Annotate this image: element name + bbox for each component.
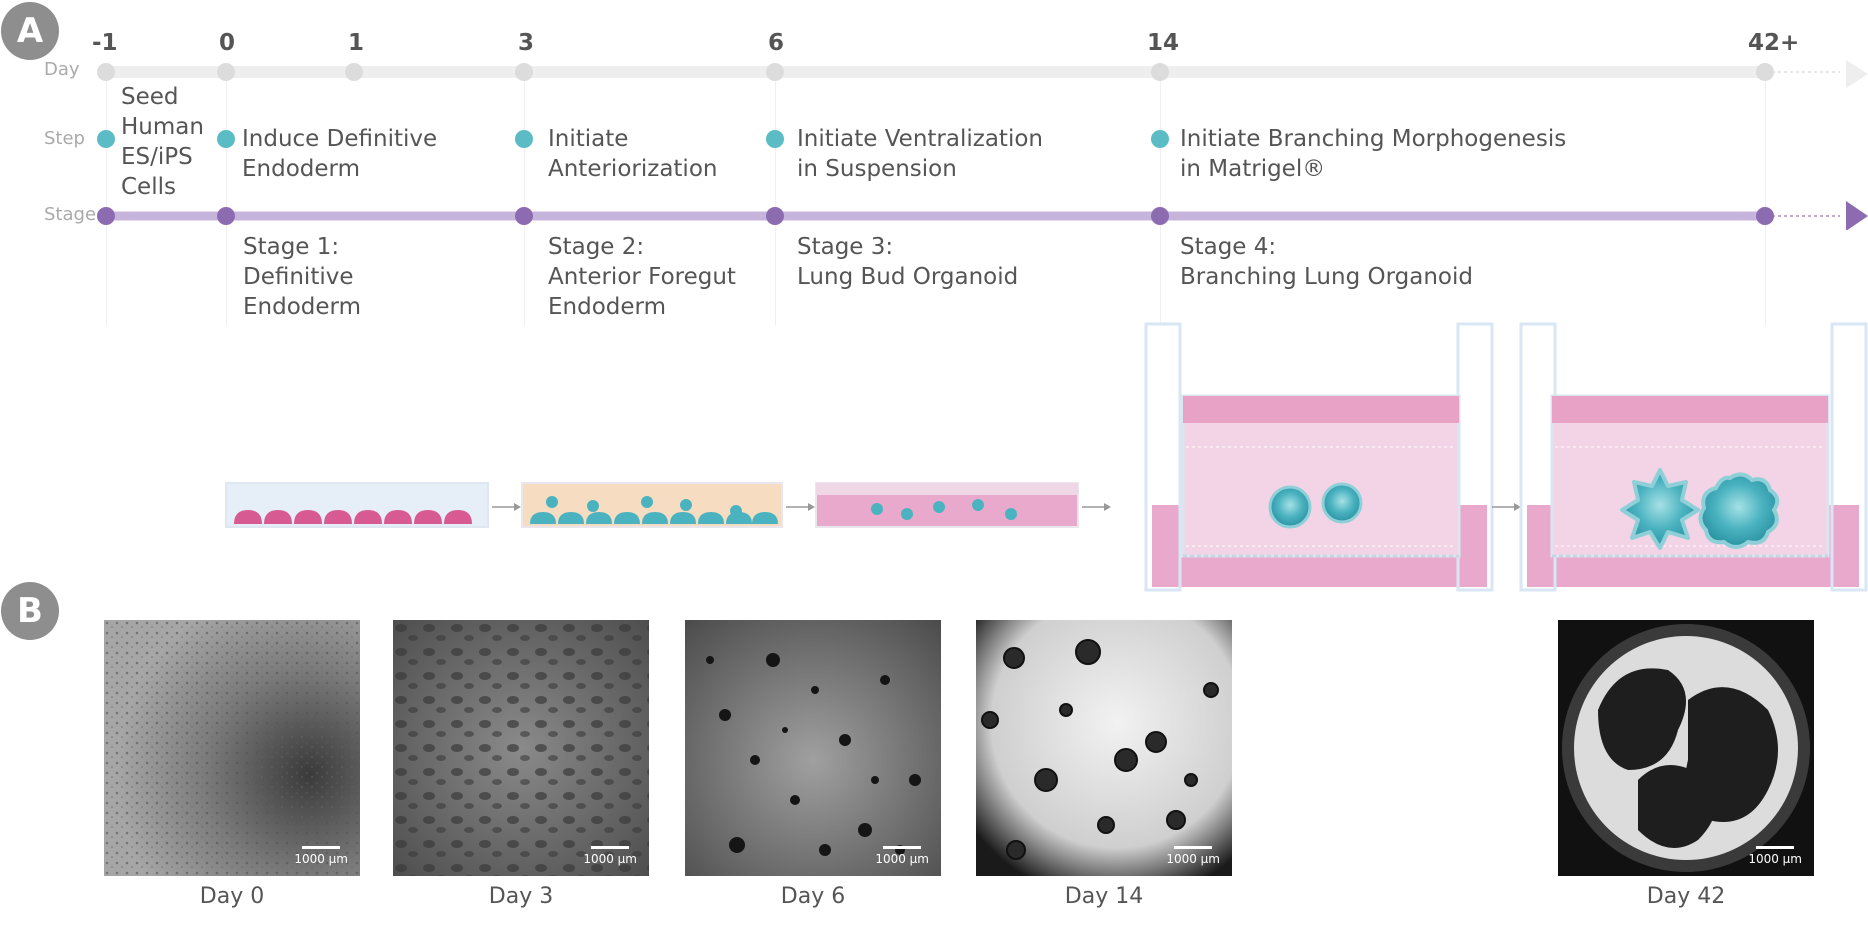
branching-organoid	[1698, 472, 1780, 549]
arrow-right-icon	[786, 503, 815, 511]
arrow-right-icon	[1082, 503, 1111, 511]
step-dot	[766, 130, 784, 148]
row-label-step: Step	[44, 128, 85, 149]
micrograph-day-14: 1000 µm	[976, 620, 1232, 876]
timeline-graphic	[97, 60, 1868, 230]
stage-4-label: Stage 4: Branching Lung Organoid	[1180, 234, 1473, 290]
step-anteriorization: Initiate Anteriorization	[548, 126, 718, 182]
step-dot	[97, 130, 115, 148]
scale-bar: 1000 µm	[875, 846, 929, 866]
stage-dot	[97, 207, 115, 225]
dish-stage-1	[521, 482, 783, 528]
guide-line	[1765, 68, 1766, 326]
step-dots	[97, 130, 1169, 148]
transwell-stage-3	[1144, 322, 1494, 592]
day-label: -1	[92, 30, 118, 56]
dish-top-media	[816, 483, 1078, 495]
step-induce-endoderm: Induce Definitive Endoderm	[242, 126, 438, 182]
arrow-right-icon	[1492, 503, 1521, 511]
micrograph-image	[685, 620, 941, 876]
step-seed-cells: Seed Human ES/iPS Cells	[121, 84, 204, 200]
floating-spheres	[871, 499, 1017, 520]
panel-b-badge: B	[1, 582, 59, 640]
stage-dots	[97, 207, 1774, 225]
well-wall-right	[1830, 322, 1868, 592]
day-dot	[766, 63, 784, 81]
stage-arrow-icon	[1846, 201, 1868, 230]
scale-bar: 1000 µm	[294, 846, 348, 866]
micrograph-image	[1558, 620, 1814, 876]
micrograph-day-6: 1000 µm	[685, 620, 941, 876]
micrograph-caption: Day 42	[1646, 884, 1726, 909]
day-dot	[1151, 63, 1169, 81]
scale-bar: 1000 µm	[1166, 846, 1220, 866]
row-label-day: Day	[44, 59, 80, 80]
guide-line	[1160, 68, 1161, 326]
micrograph-day-0: 1000 µm	[104, 620, 360, 876]
step-dot	[217, 130, 235, 148]
step-branching: Initiate Branching Morphogenesis in Matr…	[1180, 126, 1567, 182]
stage-3-label: Stage 3: Lung Bud Organoid	[797, 234, 1019, 290]
scale-bar: 1000 µm	[1748, 846, 1802, 866]
micrograph-day-3: 1000 µm	[393, 620, 649, 876]
pink-cell-layer	[234, 510, 472, 524]
dish-stage-0	[225, 482, 489, 528]
step-ventralization: Initiate Ventralization in Suspension	[797, 126, 1043, 182]
stage-dot	[217, 207, 235, 225]
branching-organoid	[1620, 468, 1700, 550]
transwell-stage-4	[1519, 322, 1868, 592]
guide-line	[524, 68, 525, 326]
row-label-stage: Stage	[44, 204, 97, 225]
step-dot	[515, 130, 533, 148]
insert-top-media	[1552, 396, 1828, 423]
stage-dot	[1756, 207, 1774, 225]
day-dot	[97, 63, 115, 81]
micrograph-image	[976, 620, 1232, 876]
teal-cell-layer	[530, 496, 778, 524]
scale-bar: 1000 µm	[583, 846, 637, 866]
day-arrow-icon	[1846, 60, 1868, 88]
stage-1-label: Stage 1: Definitive Endoderm	[243, 234, 361, 320]
guide-line	[106, 68, 107, 326]
micrograph-image	[104, 620, 360, 876]
day-label: 42+	[1748, 30, 1800, 56]
well-wall-left	[1144, 322, 1182, 592]
guide-line	[775, 68, 776, 326]
micrograph-day-42: 1000 µm	[1558, 620, 1814, 876]
micrograph-caption: Day 3	[488, 884, 554, 909]
day-dot	[345, 63, 363, 81]
day-label: 6	[768, 30, 785, 56]
step-dot	[1151, 130, 1169, 148]
organoid-sphere	[1321, 482, 1363, 524]
arrow-right-icon	[492, 503, 521, 511]
micrograph-caption: Day 0	[199, 884, 265, 909]
stage-dot	[1151, 207, 1169, 225]
day-label: 1	[348, 30, 365, 56]
culture-illustrations	[225, 322, 1868, 592]
day-label: 0	[219, 30, 236, 56]
organoid-sphere	[1268, 485, 1312, 529]
day-dot	[1756, 63, 1774, 81]
stage-dot	[515, 207, 533, 225]
dish-stage-2	[815, 482, 1079, 528]
day-label: 14	[1147, 30, 1180, 56]
stage-2-label: Stage 2: Anterior Foregut Endoderm	[548, 234, 736, 320]
guide-line	[226, 68, 227, 326]
micrograph-image	[393, 620, 649, 876]
day-dot	[515, 63, 533, 81]
micrograph-caption: Day 14	[1064, 884, 1144, 909]
stage-dot	[766, 207, 784, 225]
day-dot	[217, 63, 235, 81]
day-dots	[97, 63, 1774, 81]
insert-top-media	[1183, 396, 1459, 423]
day-label: 3	[518, 30, 535, 56]
micrograph-caption: Day 6	[780, 884, 846, 909]
panel-a-badge: A	[1, 2, 59, 60]
